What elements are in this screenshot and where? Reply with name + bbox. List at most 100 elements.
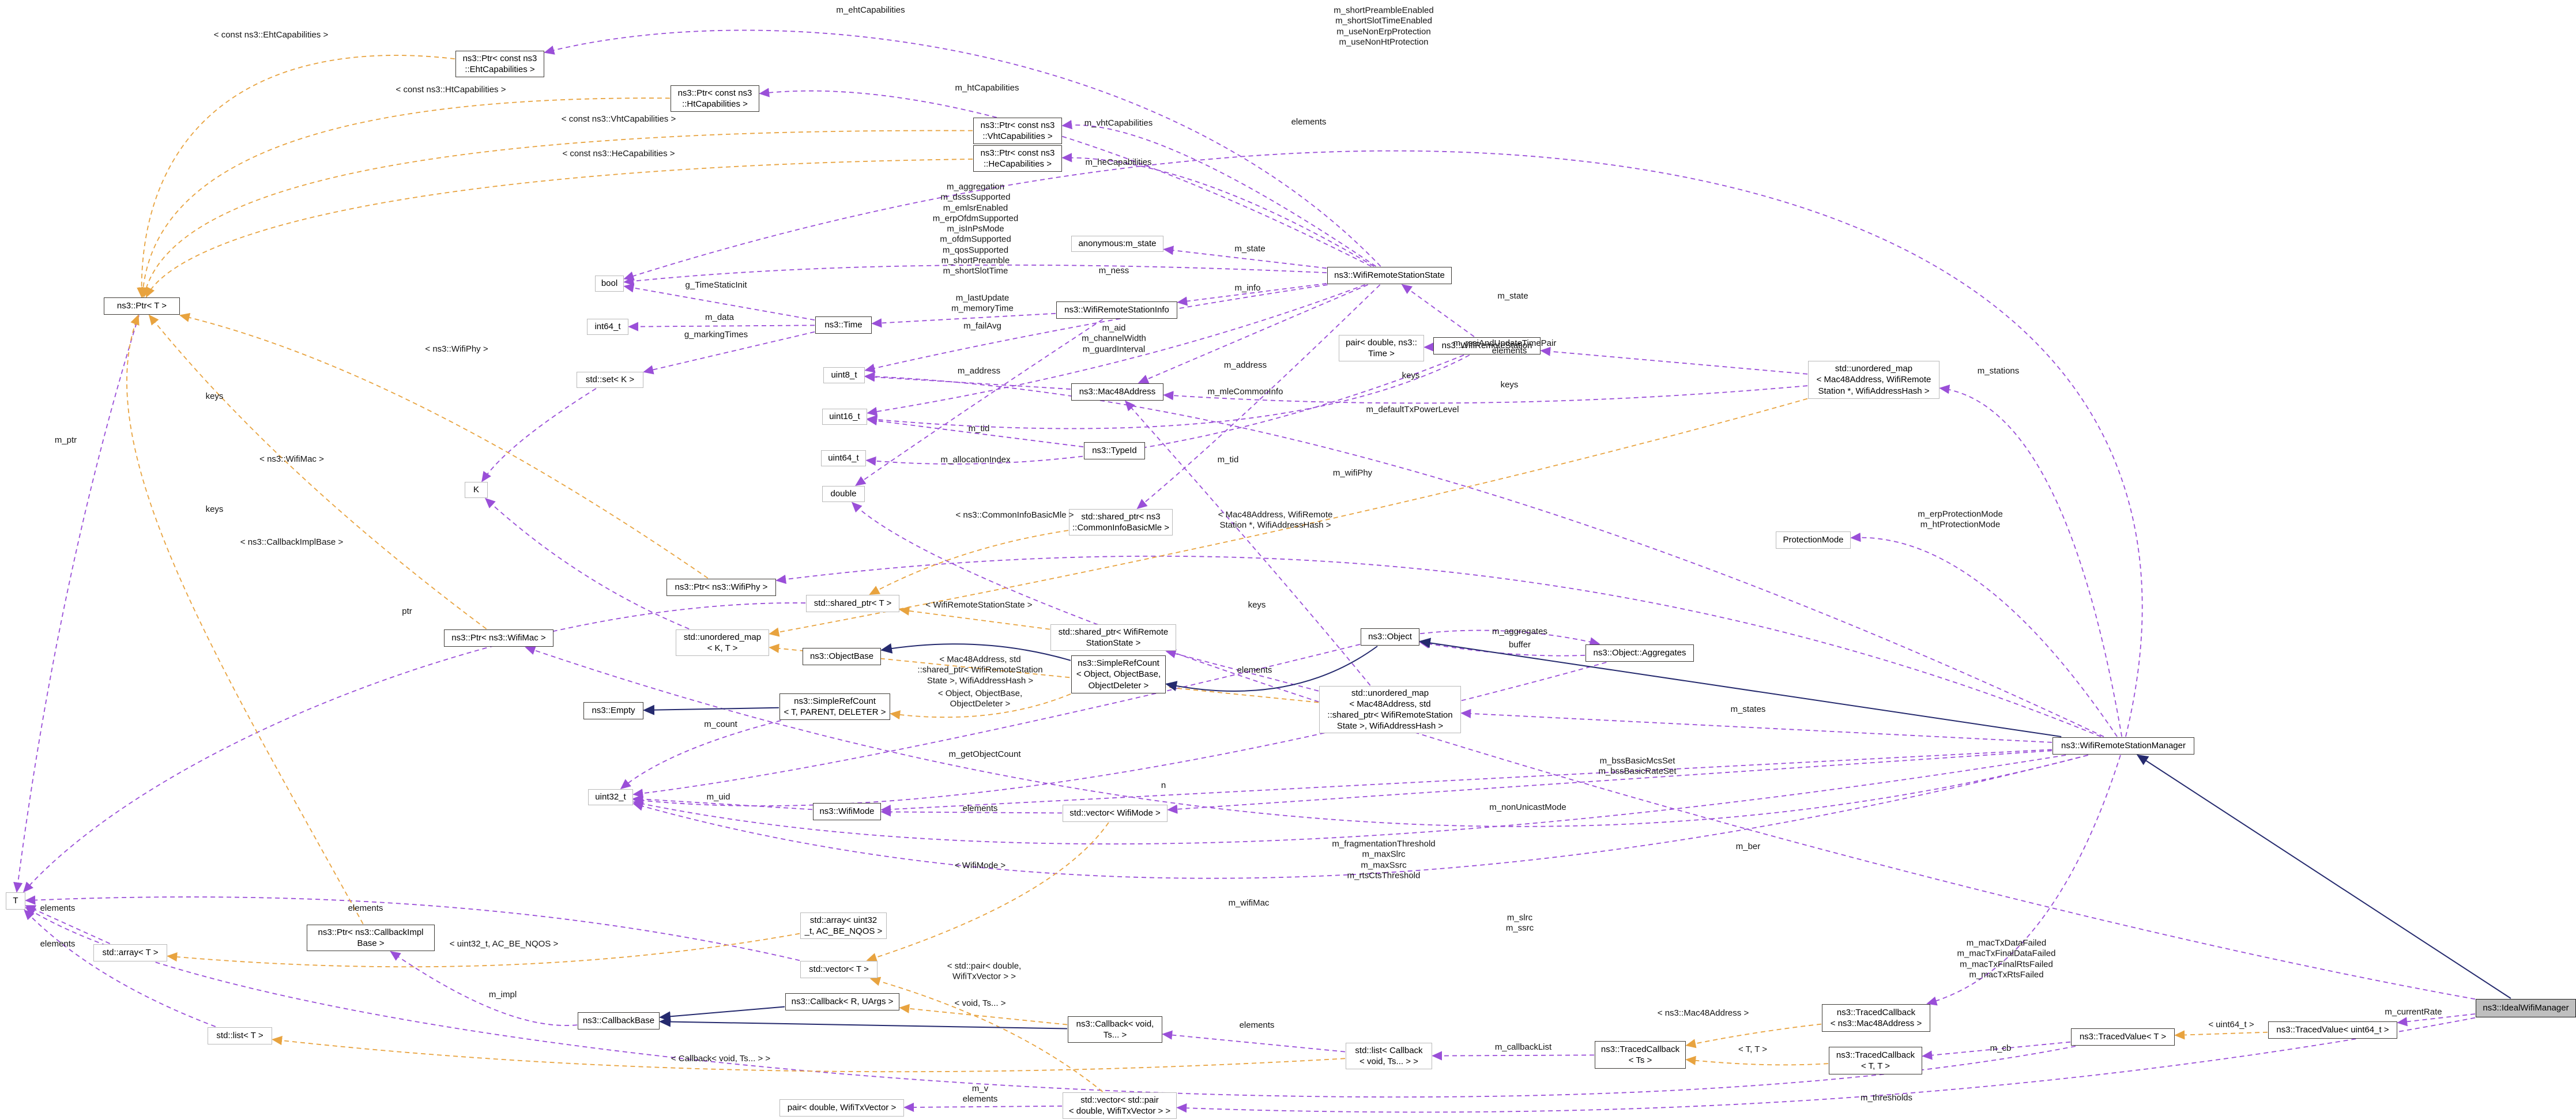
node-vecT[interactable]: std::vector< T > [800, 961, 878, 978]
node-cbBase[interactable]: ns3::CallbackBase [578, 1012, 660, 1030]
node-tcTs[interactable]: ns3::TracedCallback < Ts > [1595, 1041, 1686, 1069]
node-time[interactable]: ns3::Time [815, 316, 872, 334]
edge-ptrT-T [13, 315, 140, 893]
node-anonState[interactable]: anonymous:m_state [1071, 236, 1163, 252]
edge-ptrHe-ptrT [145, 159, 973, 298]
edge-tcMac-tcTs [1685, 1023, 1822, 1049]
node-tcMac[interactable]: ns3::TracedCallback < ns3::Mac48Address … [1822, 1004, 1930, 1032]
edge-manager-tcMac [1926, 755, 2121, 1006]
node-ptrEht[interactable]: ns3::Ptr< const ns3 ::EhtCapabilities > [455, 51, 544, 77]
node-arrUint32[interactable]: std::array< uint32 _t, AC_BE_NQOS > [800, 912, 887, 939]
node-wifiMode[interactable]: ns3::WifiMode [813, 803, 881, 820]
node-uint8[interactable]: uint8_t [823, 367, 865, 383]
edge-manager-uint8 [864, 372, 2104, 737]
node-vecPairWtx[interactable]: std::vector< std::pair < double, WifiTxV… [1063, 1092, 1177, 1119]
edge-mac48-uint8 [864, 372, 1071, 390]
edge-arrUint32-arrT [167, 933, 800, 968]
edge-vecPairWtx-pairWtx [903, 1102, 1063, 1113]
edge-ideal-vecPairWtx [1176, 1017, 2476, 1113]
edge-ptrHt-ptrT [138, 97, 671, 298]
edge-wrsState-ptrHt [759, 88, 1372, 267]
edge-ptrVht-ptrT [141, 130, 973, 298]
edge-sharedCI-sharedT [869, 530, 1069, 595]
edge-cbVoid-cbBase [659, 1016, 1068, 1030]
node-ideal[interactable]: ns3::IdealWifiManager [2476, 999, 2576, 1017]
edge-tvT-T [25, 907, 2076, 1098]
node-listT[interactable]: std::list< T > [208, 1027, 272, 1044]
node-aggregates[interactable]: ns3::Object::Aggregates [1585, 644, 1694, 662]
node-manager[interactable]: ns3::WifiRemoteStationManager [2052, 737, 2194, 755]
node-mapStates[interactable]: std::unordered_map < Mac48Address, std :… [1319, 686, 1461, 733]
node-mapKT[interactable]: std::unordered_map < K, T > [676, 629, 769, 656]
edge-wrStation-uint64 [865, 355, 1464, 466]
node-mapStations[interactable]: std::unordered_map < Mac48Address, WifiR… [1808, 361, 1939, 399]
edge-listT-T [24, 909, 216, 1027]
node-double[interactable]: double [822, 486, 865, 502]
node-protMode[interactable]: ProtectionMode [1776, 531, 1851, 549]
node-uint32[interactable]: uint32_t [588, 789, 633, 805]
edge-setK-K [481, 388, 597, 482]
node-ptrHe[interactable]: ns3::Ptr< const ns3 ::HeCapabilities > [973, 145, 1062, 172]
edge-ideal-double [851, 501, 2476, 1000]
node-srcObj[interactable]: ns3::SimpleRefCount < Object, ObjectBase… [1071, 655, 1166, 693]
node-ptrHt[interactable]: ns3::Ptr< const ns3 ::HtCapabilities > [671, 85, 759, 112]
node-listCb[interactable]: std::list< Callback < void, Ts... > > [1346, 1043, 1432, 1069]
node-cbRU[interactable]: ns3::Callback< R, UArgs > [785, 993, 899, 1010]
edge-manager-wifiMode [880, 749, 2052, 814]
edge-manager-vecWifiMode [1167, 750, 2052, 814]
edge-time-bool [623, 283, 815, 321]
node-ptrWifiPhy[interactable]: ns3::Ptr< ns3::WifiPhy > [666, 579, 776, 596]
node-T[interactable]: T [6, 892, 25, 910]
edge-wrsState-ptrHe [1061, 153, 1374, 267]
edge-manager-uint32 [632, 755, 2088, 879]
node-ptrT[interactable]: ns3::Ptr< T > [104, 297, 180, 315]
edge-manager-mapStations [1939, 384, 2123, 737]
node-wrsState[interactable]: ns3::WifiRemoteStationState [1327, 267, 1452, 284]
node-sharedT[interactable]: std::shared_ptr< T > [806, 595, 899, 612]
node-wrStation[interactable]: ns3::WifiRemoteStation [1433, 337, 1541, 355]
node-tvT[interactable]: ns3::TracedValue< T > [2071, 1028, 2175, 1046]
node-tcTT[interactable]: ns3::TracedCallback < T, T > [1829, 1047, 1922, 1074]
node-sharedCI[interactable]: std::shared_ptr< ns3 ::CommonInfoBasicMl… [1069, 509, 1173, 536]
node-sharedWrsState[interactable]: std::shared_ptr< WifiRemote StationState… [1050, 624, 1176, 651]
edge-tcTT-tcTs [1685, 1055, 1829, 1066]
edge-mapStations-mac48 [1163, 385, 1808, 404]
node-ptrCIB[interactable]: ns3::Ptr< ns3::CallbackImpl Base > [307, 925, 435, 951]
edge-wifiMode-uint32 [632, 794, 813, 810]
node-ptrVht[interactable]: ns3::Ptr< const ns3 ::VhtCapabilities > [973, 118, 1062, 144]
node-empty[interactable]: ns3::Empty [583, 702, 643, 719]
node-typeid[interactable]: ns3::TypeId [1084, 442, 1145, 459]
edge-srcObj-srcTPD [890, 693, 1071, 720]
node-wrsInfo[interactable]: ns3::WifiRemoteStationInfo [1056, 301, 1177, 319]
node-object[interactable]: ns3::Object [1361, 628, 1419, 646]
node-pairWtx[interactable]: pair< double, WifiTxVector > [779, 1099, 904, 1117]
node-bool[interactable]: bool [595, 276, 624, 292]
node-ptrWifiMac[interactable]: ns3::Ptr< ns3::WifiMac > [444, 629, 553, 647]
edge-manager-uint32 [632, 755, 2066, 844]
edge-wrsState-ptrVht [1061, 120, 1376, 267]
edge-mapStates-mac48 [1124, 400, 1371, 686]
edge-ideal-manager [2136, 754, 2511, 999]
edge-manager-bool [623, 150, 2143, 737]
node-uint64[interactable]: uint64_t [821, 450, 866, 466]
node-int64[interactable]: int64_t [587, 319, 628, 335]
node-setK[interactable]: std::set< K > [577, 372, 643, 388]
edge-srcTPD-uint32 [620, 720, 781, 790]
node-pairTime[interactable]: pair< double, ns3:: Time > [1339, 335, 1424, 361]
edge-mapStates-mapKT [769, 643, 1319, 703]
edge-srcTPD-empty [643, 704, 779, 715]
edge-wrsState-mac48 [1138, 284, 1368, 384]
node-vecWifiMode[interactable]: std::vector< WifiMode > [1063, 805, 1168, 822]
node-mac48[interactable]: ns3::Mac48Address [1071, 383, 1163, 401]
node-cbVoid[interactable]: ns3::Callback< void, Ts... > [1068, 1016, 1162, 1043]
node-arrT[interactable]: std::array< T > [93, 944, 167, 961]
node-uint16[interactable]: uint16_t [822, 409, 867, 425]
edge-mapStations-wrStation [1540, 346, 1808, 375]
edge-wrStation-wrsState [1401, 284, 1475, 337]
node-K[interactable]: K [465, 482, 488, 498]
node-srcTPD[interactable]: ns3::SimpleRefCount < T, PARENT, DELETER… [779, 693, 890, 720]
node-tvU64[interactable]: ns3::TracedValue< uint64_t > [2268, 1021, 2397, 1039]
node-objBase[interactable]: ns3::ObjectBase [803, 648, 881, 665]
edge-wrsState-anonState [1163, 246, 1327, 269]
edge-manager-ptrWifiPhy [775, 555, 2102, 737]
